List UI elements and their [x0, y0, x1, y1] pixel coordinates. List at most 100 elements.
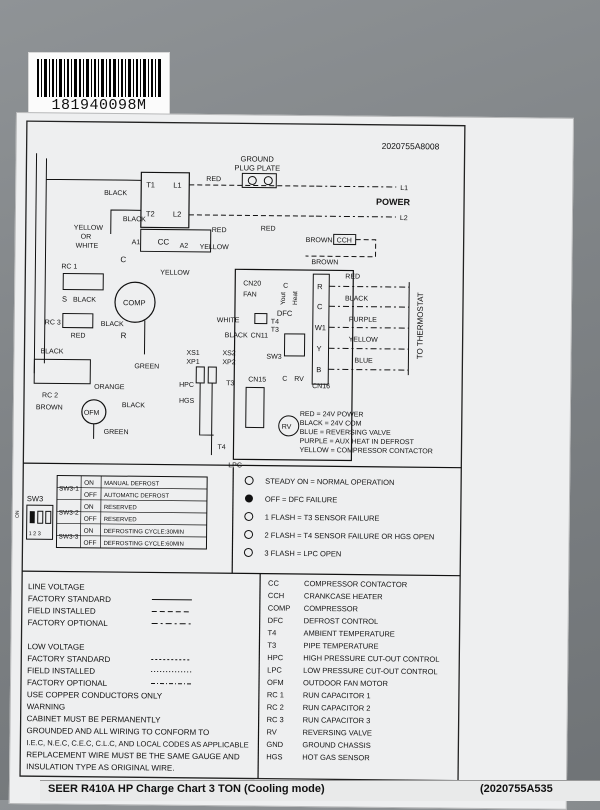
t4-label: T4	[271, 319, 279, 326]
sw3-board-label: SW3	[266, 354, 281, 361]
wire-red-cc: RED	[212, 227, 227, 234]
abbreviation-code: T4	[268, 628, 277, 637]
abbreviation-code: GND	[266, 740, 283, 749]
terminal-y: Y	[316, 344, 321, 353]
xp1-label: XP1	[186, 359, 199, 366]
terminal-b: B	[316, 365, 321, 374]
switch-table-switch: SW3-2	[59, 509, 79, 516]
compressor-icon	[114, 281, 156, 323]
abbreviation-meaning: GROUND CHASSIS	[302, 740, 370, 750]
dfc-label: DFC	[277, 309, 293, 318]
switch-table-position: OFF	[84, 516, 97, 523]
voltage-note-2: BLACK = 24V COM	[300, 420, 362, 428]
ground-screw-icon	[263, 176, 273, 186]
switch-table-position: OFF	[84, 492, 97, 499]
voltage-note-4: PURPLE = AUX HEAT IN DEFROST	[300, 438, 415, 446]
yellow-label: YELLOW	[74, 225, 104, 232]
wire-brown-return: BROWN	[311, 259, 338, 266]
contactor-a2: A2	[180, 243, 189, 250]
abbreviation-meaning: LOW PRESSURE CUT-OUT CONTROL	[303, 666, 438, 676]
wire-black-therm: BLACK	[345, 295, 368, 302]
ground-screw-icon	[247, 175, 257, 185]
rc2-label: RC 2	[42, 392, 58, 399]
abbreviation-meaning: HIGH PRESSURE CUT-OUT CONTROL	[303, 653, 439, 663]
abbreviation-code: HGS	[266, 752, 282, 761]
wire-green-ofm: GREEN	[104, 429, 129, 436]
status-legend: STEADY ON = NORMAL OPERATION OFF = DFC F…	[243, 475, 435, 559]
abbreviation-code: DFC	[268, 616, 284, 625]
led-flash-icon	[244, 529, 254, 539]
wire-orange: ORANGE	[94, 384, 125, 391]
cn20-label: CN20	[243, 280, 261, 287]
contactor-a1: A1	[132, 239, 141, 246]
c-rv-rv: RV	[294, 376, 304, 383]
rc1-label: RC 1	[61, 263, 77, 270]
wire-yellow-therm: YELLOW	[349, 336, 379, 343]
abbreviation-meaning: RUN CAPACITOR 1	[303, 691, 371, 701]
defrost-control-board	[232, 268, 354, 462]
voltage-note-3: BLUE = REVERSING VALVE	[300, 429, 391, 437]
switch-table-function: MANUAL DEFROST	[104, 481, 160, 488]
line-legend-7: FIELD INSTALLED	[27, 666, 95, 676]
rv-label: RV	[282, 424, 292, 431]
switch-table-position: OFF	[83, 540, 96, 547]
charge-chart-strip: SEER R410A HP Charge Chart 3 TON (Coolin…	[40, 780, 600, 801]
switch-table-switch: SW3-3	[59, 533, 79, 540]
wire-black-rc3: BLACK	[101, 321, 124, 328]
wire-brown-cch: BROWN	[306, 237, 333, 244]
abbreviation-code: OFM	[267, 678, 284, 687]
line-legend-8: FACTORY OPTIONAL	[27, 678, 108, 688]
abbreviation-meaning: COMPRESSOR	[304, 604, 359, 614]
voltage-note-1: RED = 24V POWER	[300, 411, 364, 419]
warning-line-5: I.E.C, N.E.C, C.E.C, C.L.C, AND LOCAL CO…	[26, 738, 248, 749]
compressor-r: R	[121, 331, 127, 340]
switch-table-position: ON	[84, 480, 94, 487]
line-legend-2: FACTORY STANDARD	[28, 594, 111, 604]
status-line-1: STEADY ON = NORMAL OPERATION	[265, 477, 394, 487]
wire-green-comp: GREEN	[134, 363, 159, 370]
cn11-label: CN11	[251, 332, 269, 339]
barcode	[37, 59, 161, 97]
abbreviation-code: COMP	[268, 603, 291, 612]
t3-sensor-label: T3	[226, 380, 234, 387]
wire-yellow-a2: YELLOW	[200, 244, 230, 251]
abbreviation-code: CCH	[268, 591, 284, 600]
voltage-note-5: YELLOW = COMPRESSOR CONTACTOR	[299, 447, 432, 455]
status-line-5: 3 FLASH = LPC OPEN	[264, 549, 341, 559]
switch-table-switch: SW3-1	[59, 485, 79, 492]
or-label: OR	[81, 234, 92, 241]
led-steady-icon	[244, 475, 254, 485]
switch-table-function: RESERVED	[104, 505, 138, 511]
abbreviation-code: RC 2	[267, 703, 284, 712]
ofm-label: OFM	[84, 410, 100, 417]
c-rv-c: C	[282, 376, 287, 383]
line-legend: LINE VOLTAGE FACTORY STANDARD FIELD INST…	[27, 582, 192, 688]
wire-red-l2: RED	[261, 226, 276, 233]
sw3-switch	[283, 333, 306, 357]
white-label: WHITE	[76, 243, 99, 250]
reversing-valve-icon	[278, 415, 300, 437]
heat-label: Heat	[292, 291, 299, 305]
abbreviation-code: LPC	[267, 665, 282, 674]
terminal-c: C	[317, 302, 323, 311]
switch-table-function: DEFROSTING CYCLE:60MIN	[103, 541, 183, 548]
status-line-4: 2 FLASH = T4 SENSOR FAILURE OR HGS OPEN	[265, 531, 435, 542]
abbreviation-meaning: DEFROST CONTROL	[304, 616, 379, 626]
led-off-icon	[244, 494, 253, 503]
hgs-label: HGS	[179, 398, 195, 405]
cn16-label: CN16	[312, 383, 330, 390]
serial-number: 181940098M	[51, 97, 147, 114]
status-line-3: 1 FLASH = T3 SENSOR FAILURE	[265, 513, 380, 523]
abbreviation-code: HPC	[267, 653, 284, 662]
wire-black-ofm: BLACK	[122, 402, 145, 409]
contactor-t2: T2	[146, 209, 155, 218]
terminal-c-top: C	[283, 283, 288, 290]
warning-line-6: REPLACEMENT WIRE MUST BE THE SAME GAUGE …	[26, 750, 240, 761]
status-line-2: OFF = DFC FAILURE	[265, 495, 337, 505]
xs2-label: XS2	[222, 350, 235, 357]
compressor-label: COMP	[123, 298, 146, 307]
terminal-r: R	[317, 282, 323, 291]
sw3-dip-icon	[26, 504, 54, 540]
